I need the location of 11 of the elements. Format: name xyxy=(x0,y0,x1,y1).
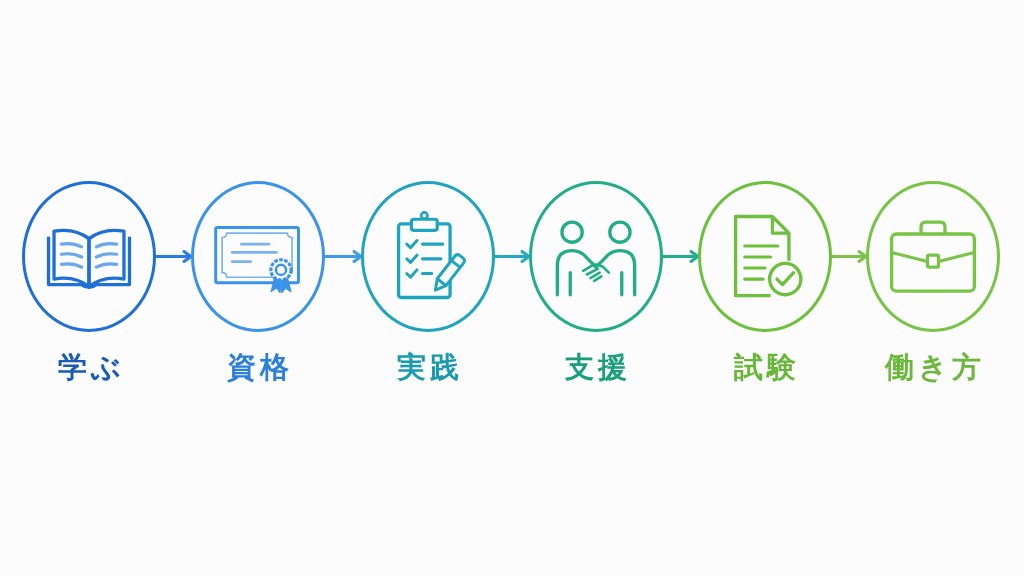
arrow xyxy=(493,250,531,263)
step-label: 資格 xyxy=(226,350,293,385)
arrow xyxy=(830,250,868,263)
step-label: 試験 xyxy=(733,350,800,385)
step-label: 実践 xyxy=(396,350,463,385)
step-label: 支援 xyxy=(564,350,631,385)
step-label: 学ぶ xyxy=(56,350,125,385)
arrow xyxy=(661,250,700,263)
step-label: 働き方 xyxy=(883,350,985,385)
arrow xyxy=(323,250,363,263)
arrow xyxy=(154,250,193,263)
